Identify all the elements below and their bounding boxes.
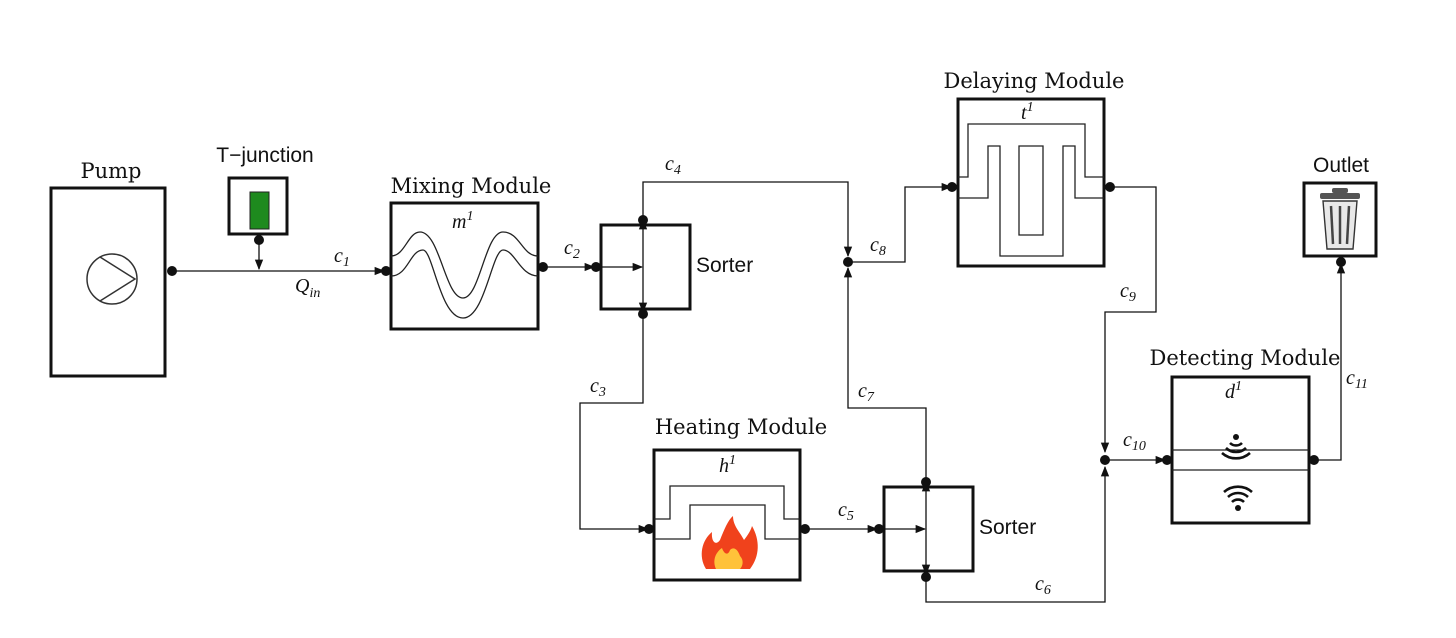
channel-c3 bbox=[579, 314, 650, 534]
pump-out-port bbox=[167, 266, 177, 276]
channel-c7 bbox=[843, 266, 927, 482]
label-c11: c11 bbox=[1346, 367, 1368, 392]
sorter-1-bottom-port bbox=[638, 309, 648, 319]
delaying-var: t1 bbox=[1021, 100, 1034, 124]
label-c6: c6 bbox=[1035, 573, 1051, 598]
label-c7: c7 bbox=[858, 380, 875, 405]
pump-module: Pump bbox=[49, 159, 167, 378]
wireless-signal-icon bbox=[1223, 485, 1253, 511]
delay-channel-inner bbox=[1018, 145, 1044, 236]
sorter-2-top-port bbox=[921, 477, 931, 487]
heating-title: Heating Module bbox=[655, 415, 827, 439]
join-node-2 bbox=[1100, 455, 1110, 465]
pump-box bbox=[49, 186, 167, 378]
label-c1: c1 bbox=[334, 245, 350, 270]
join-node-1 bbox=[843, 257, 853, 267]
sorter-2-module: Sorter bbox=[879, 480, 1036, 576]
sorter-2-in-port bbox=[874, 524, 884, 534]
tjunction-title: T−junction bbox=[216, 144, 313, 167]
delay-channel-outer bbox=[958, 123, 1104, 178]
heating-channel-bottom bbox=[654, 504, 800, 540]
sorter-2-bottom-port bbox=[921, 572, 931, 582]
heating-var: h1 bbox=[719, 453, 736, 477]
label-c4: c4 bbox=[665, 153, 681, 178]
label-c2: c2 bbox=[564, 237, 580, 262]
detecting-in-port bbox=[1162, 455, 1172, 465]
outlet-module: Outlet bbox=[1302, 154, 1378, 258]
outlet-in-port bbox=[1336, 257, 1346, 267]
delaying-out-port bbox=[1105, 182, 1115, 192]
detecting-var: d1 bbox=[1225, 379, 1242, 403]
sorter-2-title: Sorter bbox=[979, 516, 1036, 539]
delaying-box bbox=[956, 97, 1106, 268]
detecting-out-port bbox=[1309, 455, 1319, 465]
heating-out-port bbox=[800, 524, 810, 534]
sorter-1-top-port bbox=[638, 215, 648, 225]
detecting-title: Detecting Module bbox=[1150, 346, 1341, 370]
channel-c8 bbox=[848, 182, 953, 263]
heating-module: Heating Module h1 bbox=[652, 415, 827, 582]
mixing-module: Mixing Module m1 bbox=[389, 174, 552, 331]
wireless-signal-icon bbox=[1221, 434, 1251, 460]
tjunction-fill bbox=[249, 191, 270, 230]
heating-channel-top bbox=[654, 485, 800, 520]
label-c9: c9 bbox=[1120, 280, 1136, 305]
mixing-var: m1 bbox=[452, 209, 473, 233]
trash-can-icon bbox=[1320, 188, 1360, 250]
channel-labels: c1 Qin c2 c4 c3 c5 c7 c8 c9 c6 c10 c11 bbox=[295, 153, 1368, 598]
delaying-module: Delaying Module t1 bbox=[944, 69, 1125, 268]
tjunction-module: T−junction bbox=[216, 144, 314, 236]
delay-channel-mid bbox=[958, 145, 1104, 257]
label-c8: c8 bbox=[870, 234, 886, 259]
tjunction-out-port bbox=[254, 235, 264, 245]
label-qin: Qin bbox=[295, 275, 320, 301]
delaying-in-port bbox=[947, 182, 957, 192]
channel-c6 bbox=[925, 465, 1110, 603]
channel-c4 bbox=[642, 181, 853, 258]
label-c5: c5 bbox=[838, 499, 854, 524]
pump-icon bbox=[86, 253, 138, 305]
detecting-module: Detecting Module d1 bbox=[1150, 346, 1341, 525]
sorter-1-title: Sorter bbox=[696, 254, 753, 277]
label-c3: c3 bbox=[590, 375, 606, 400]
flame-icon bbox=[701, 516, 758, 569]
pump-title: Pump bbox=[80, 159, 141, 183]
delaying-title: Delaying Module bbox=[944, 69, 1125, 93]
heating-in-port bbox=[644, 524, 654, 534]
mixing-out-port bbox=[538, 262, 548, 272]
label-c10: c10 bbox=[1123, 429, 1146, 454]
serpentine-icon bbox=[390, 231, 539, 319]
ports bbox=[167, 182, 1346, 582]
mixing-in-port bbox=[381, 266, 391, 276]
outlet-title: Outlet bbox=[1313, 154, 1369, 177]
mixing-title: Mixing Module bbox=[391, 174, 552, 198]
sorter-1-in-port bbox=[591, 262, 601, 272]
sorter-1-module: Sorter bbox=[596, 218, 753, 314]
channel-c9 bbox=[1100, 186, 1157, 454]
mixing-box bbox=[389, 201, 540, 331]
channel-c11 bbox=[1314, 262, 1346, 461]
